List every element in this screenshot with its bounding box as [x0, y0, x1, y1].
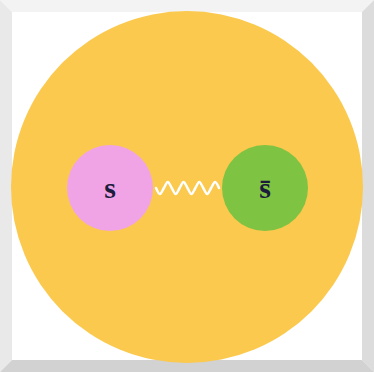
- frame-bevel: [0, 0, 12, 372]
- quark-circle: s: [67, 145, 153, 231]
- particle-label: s: [104, 173, 116, 203]
- particle-label: s̄: [259, 173, 271, 203]
- antiquark-circle: s̄: [222, 145, 308, 231]
- hadron-circle: [11, 11, 363, 363]
- frame-bevel: [362, 0, 374, 372]
- gluon-spring: [156, 182, 219, 194]
- circle-fill: [67, 145, 153, 231]
- circle-fill: [222, 145, 308, 231]
- frame-bevel: [0, 0, 374, 12]
